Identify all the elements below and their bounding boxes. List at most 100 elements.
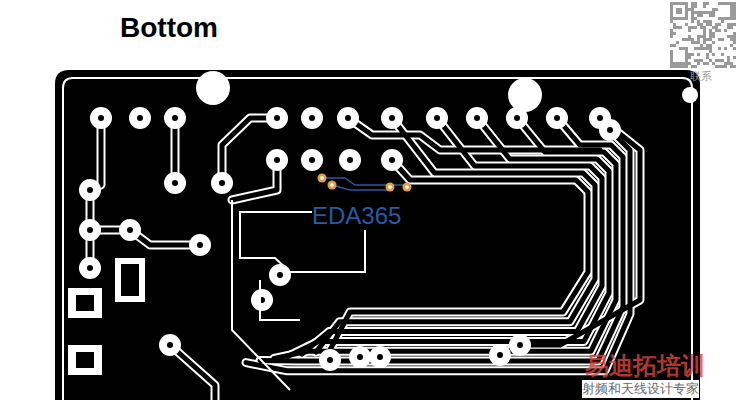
qr-module <box>685 50 688 53</box>
qr-module <box>676 26 679 29</box>
qr-module <box>721 17 724 20</box>
qr-module <box>679 2 682 5</box>
qr-module <box>730 11 733 14</box>
copper-pad <box>301 107 323 129</box>
qr-module <box>718 47 721 50</box>
drill-hole <box>357 354 363 360</box>
qr-module <box>673 23 676 26</box>
qr-module <box>670 65 673 68</box>
qr-module <box>706 56 709 59</box>
drill-hole <box>389 157 395 163</box>
qr-module <box>718 17 721 20</box>
qr-module <box>676 2 679 5</box>
qr-module <box>712 41 715 44</box>
watermark: 易迪拓培训 <box>585 350 705 382</box>
qr-module <box>682 2 685 5</box>
qr-module <box>691 8 694 11</box>
qr-module <box>679 17 682 20</box>
qr-module <box>694 26 697 29</box>
qr-module <box>691 20 694 23</box>
qr-module <box>670 32 673 35</box>
smd-pad <box>76 295 94 311</box>
qr-module <box>685 53 688 56</box>
qr-module <box>694 5 697 8</box>
qr-module <box>724 29 727 32</box>
qr-module <box>733 32 736 35</box>
qr-module <box>724 47 727 50</box>
qr-module <box>721 38 724 41</box>
qr-module <box>673 17 676 20</box>
qr-module <box>670 2 673 5</box>
qr-module <box>733 56 736 59</box>
qr-module <box>697 20 700 23</box>
copper-pad <box>79 179 101 201</box>
qr-module <box>697 59 700 62</box>
copper-pad <box>339 149 361 171</box>
qr-module <box>685 2 688 5</box>
qr-module <box>670 8 673 11</box>
qr-module <box>730 8 733 11</box>
qr-module <box>685 14 688 17</box>
qr-module <box>697 47 700 50</box>
qr-module <box>670 53 673 56</box>
qr-module <box>709 32 712 35</box>
qr-module <box>706 2 709 5</box>
trace-outline <box>260 280 300 320</box>
qr-module <box>673 44 676 47</box>
qr-module <box>730 5 733 8</box>
qr-module <box>709 44 712 47</box>
qr-module <box>712 62 715 65</box>
copper-pad <box>319 349 341 371</box>
qr-module <box>703 20 706 23</box>
copper-pad <box>251 289 273 311</box>
drill-hole <box>98 115 104 121</box>
drill-hole <box>327 357 333 363</box>
via <box>403 183 412 192</box>
qr-module <box>703 62 706 65</box>
qr-module <box>733 38 736 41</box>
qr-module <box>670 35 673 38</box>
qr-module <box>670 5 673 8</box>
qr-module <box>697 23 700 26</box>
drill-hole <box>474 115 480 121</box>
qr-module <box>709 50 712 53</box>
qr-module <box>673 62 676 65</box>
qr-module <box>733 41 736 44</box>
trace-outline <box>90 230 200 245</box>
qr-module <box>697 11 700 14</box>
layer-title: Bottom <box>120 12 218 44</box>
qr-module <box>727 17 730 20</box>
qr-module <box>709 11 712 14</box>
qr-module <box>724 62 727 65</box>
drill-hole <box>127 227 133 233</box>
copper-pad <box>426 107 448 129</box>
qr-module <box>700 11 703 14</box>
qr-module <box>676 8 679 11</box>
qr-module <box>691 11 694 14</box>
copper-pad <box>159 334 181 356</box>
qr-code <box>670 2 736 68</box>
watermark: 射频和天线设计专家 <box>582 380 699 398</box>
qr-module <box>706 44 709 47</box>
qr-module <box>691 26 694 29</box>
copper-pad <box>79 257 101 279</box>
qr-module <box>727 59 730 62</box>
qr-module <box>694 41 697 44</box>
drill-hole <box>514 115 520 121</box>
copper-pad <box>164 107 186 129</box>
qr-module <box>703 47 706 50</box>
drill-hole <box>607 127 613 133</box>
qr-module <box>694 2 697 5</box>
qr-module <box>721 53 724 56</box>
copper-trace <box>274 118 616 358</box>
copper-pad <box>381 149 403 171</box>
qr-module <box>712 53 715 56</box>
qr-module <box>721 65 724 68</box>
copper-pad <box>301 149 323 171</box>
qr-module <box>700 14 703 17</box>
copper-trace <box>260 118 623 361</box>
copper-pad <box>546 107 568 129</box>
qr-module <box>673 2 676 5</box>
qr-module <box>676 62 679 65</box>
